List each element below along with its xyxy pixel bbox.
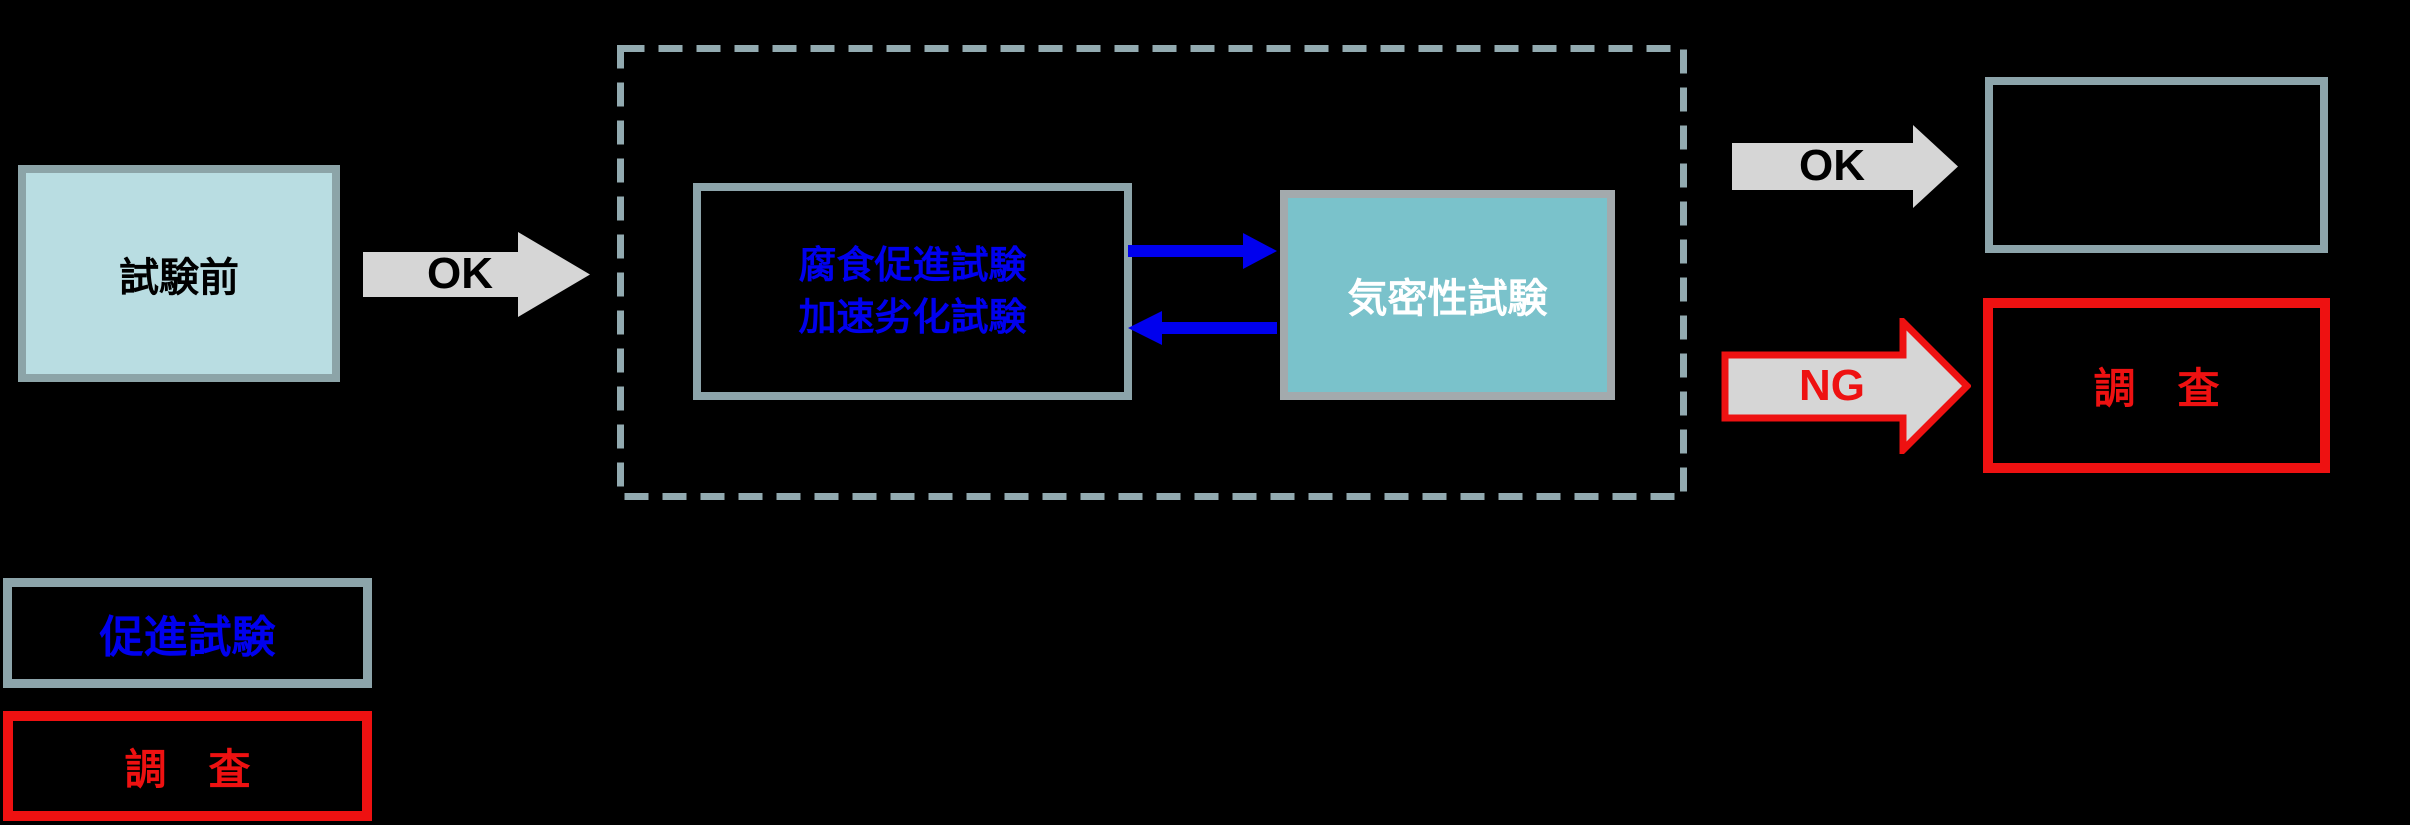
- blue-arrow-left-icon: [1128, 311, 1277, 345]
- corrosion-test-label-line2: 加速劣化試験: [798, 296, 1027, 339]
- pass-result-box: [1985, 77, 2328, 253]
- airtightness-test-box: 気密性試験: [1280, 190, 1615, 400]
- airtightness-test-label: 気密性試験: [1347, 277, 1548, 321]
- ok-arrow-1-label: OK: [427, 249, 493, 298]
- investigate-label: 調 査: [2093, 365, 2220, 412]
- ok-arrow-1-icon: [363, 232, 590, 317]
- blue-arrow-right-icon: [1128, 233, 1277, 269]
- legend-accelerated-test-label: 促進試験: [99, 613, 276, 662]
- pretest-label: 試験前: [119, 255, 239, 300]
- legend-investigate-label: 調 査: [124, 745, 251, 793]
- ok-arrow-2-label: OK: [1799, 141, 1865, 190]
- test-group-dashed-frame: [617, 45, 1687, 500]
- corrosion-test-box: 腐食促進試験 加速劣化試験: [693, 183, 1132, 400]
- ng-arrow-icon: [1721, 318, 1971, 454]
- ok-arrow-2-icon: [1732, 125, 1958, 208]
- pretest-box: 試験前: [18, 165, 340, 382]
- investigate-box: 調 査: [1983, 298, 2330, 473]
- legend-investigate-box: 調 査: [3, 711, 372, 821]
- legend-accelerated-test-box: 促進試験: [3, 578, 372, 688]
- corrosion-test-label-line1: 腐食促進試験: [798, 244, 1027, 287]
- ng-arrow-label: NG: [1799, 361, 1865, 410]
